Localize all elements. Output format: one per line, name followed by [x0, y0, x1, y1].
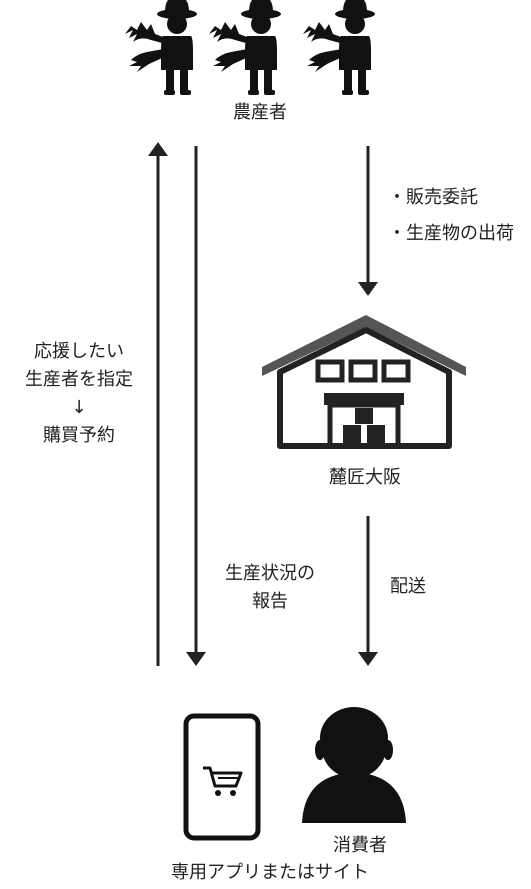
consumer-icon [302, 707, 406, 823]
shipment-label: ・生産物の出荷 [388, 223, 514, 244]
arrow-producers-to-app [186, 146, 206, 666]
support-line-2: 生産者を指定 [25, 369, 133, 390]
support-line-3: 購買予約 [43, 425, 115, 446]
smartphone-icon [183, 713, 261, 841]
farmer-icon-2 [209, 0, 281, 95]
consumer-label: 消費者 [333, 835, 387, 856]
report-line-2: 報告 [252, 591, 288, 612]
farmer-icon-3 [303, 0, 375, 95]
arrow-producers-to-warehouse [358, 146, 378, 296]
farmer-icon-1 [125, 0, 197, 95]
support-line-1: 応援したい [34, 341, 124, 362]
warehouse-icon [262, 315, 466, 449]
report-line-1: 生産状況の [225, 563, 315, 584]
cart-icon [203, 766, 243, 796]
warehouse-label: 麓匠大阪 [329, 467, 401, 488]
arrow-app-to-producers [148, 142, 168, 666]
producers-label: 農産者 [233, 102, 287, 123]
app-label: 専用アプリまたはサイト [171, 862, 369, 883]
consignment-label: ・販売委託 [388, 187, 478, 208]
support-arrow: ↓ [71, 397, 87, 418]
delivery-label: 配送 [390, 576, 426, 597]
arrow-warehouse-to-consumer [358, 516, 378, 666]
